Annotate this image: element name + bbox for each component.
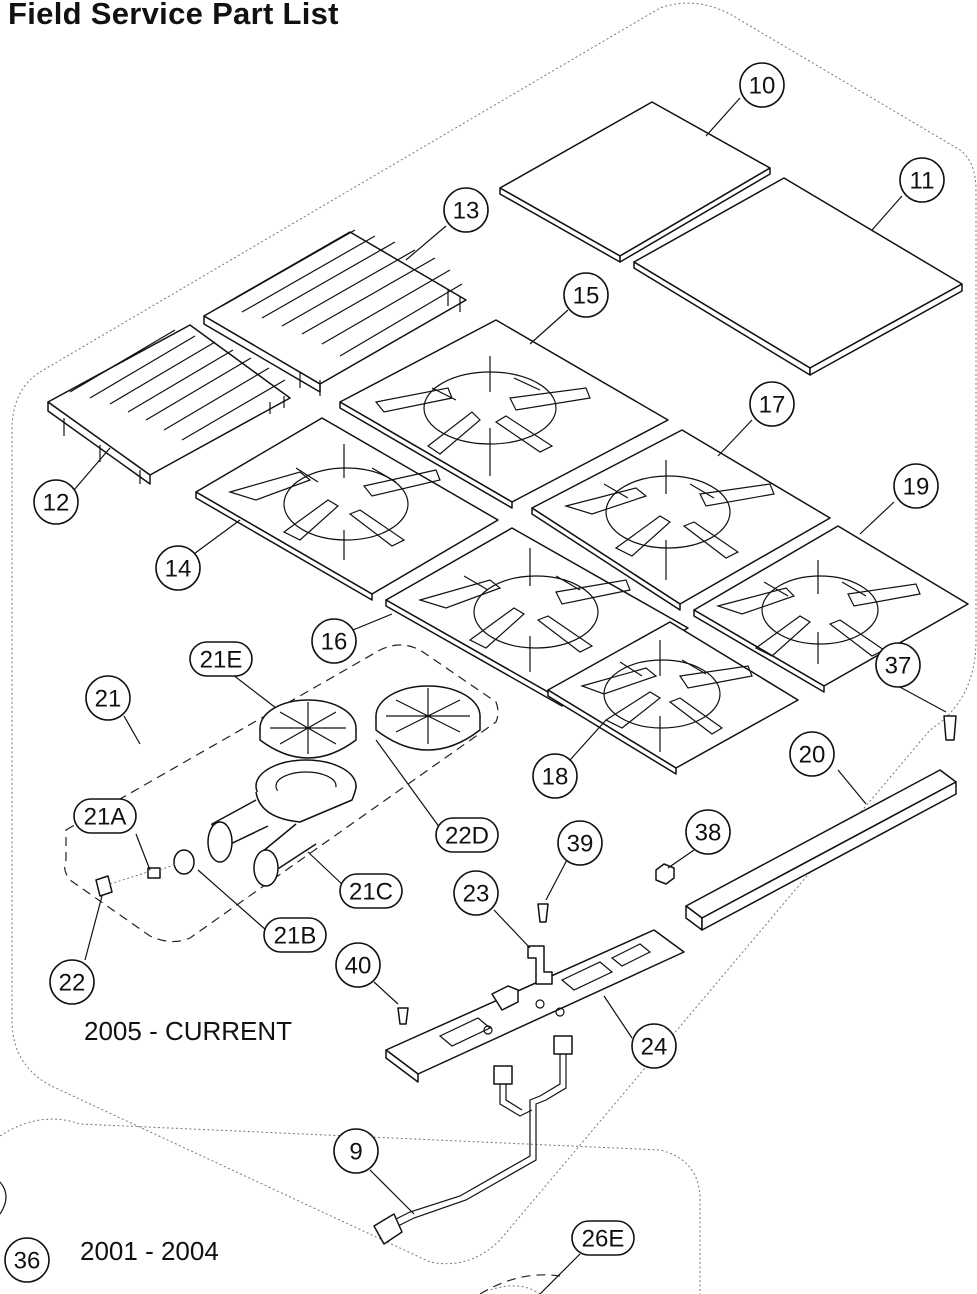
svg-text:21B: 21B	[274, 923, 317, 950]
svg-text:39: 39	[567, 831, 594, 858]
callout-21A: 21A	[73, 798, 137, 834]
svg-text:26E: 26E	[582, 1226, 625, 1253]
callout-9: 9	[333, 1128, 379, 1174]
callout-10: 10	[739, 62, 785, 108]
svg-text:21C: 21C	[349, 879, 393, 906]
svg-text:17: 17	[759, 392, 786, 419]
page-title: Field Service Part List	[8, 0, 339, 31]
callout-40: 40	[335, 942, 381, 988]
callout-17: 17	[749, 381, 795, 427]
part-13-radiant-grate	[203, 229, 467, 396]
part-38-nut	[655, 863, 675, 885]
callout-13: 13	[443, 187, 489, 233]
callout-38: 38	[685, 809, 731, 855]
callout-26E: 26E	[571, 1220, 635, 1256]
part-9-gas-tube	[373, 1035, 573, 1245]
callout-16: 16	[311, 618, 357, 664]
part-21-burner-group-outline	[64, 644, 499, 943]
part-23-bracket	[527, 945, 553, 985]
part-22-orifice	[95, 875, 113, 897]
callout-11: 11	[899, 157, 945, 203]
part-12-radiant-grate	[47, 324, 291, 485]
svg-text:23: 23	[463, 881, 490, 908]
svg-text:37: 37	[885, 653, 912, 680]
svg-text:10: 10	[749, 73, 776, 100]
callout-18: 18	[532, 753, 578, 799]
part-11-top-plate	[633, 177, 963, 376]
svg-text:38: 38	[695, 820, 722, 847]
svg-text:21E: 21E	[200, 647, 243, 674]
svg-text:19: 19	[903, 474, 930, 501]
part-24-manifold-bracket	[385, 929, 685, 1083]
part-21C-burner-body	[207, 759, 357, 887]
assembly-boundary-current	[11, 2, 977, 1265]
callout-24: 24	[631, 1023, 677, 1069]
callout-23: 23	[453, 870, 499, 916]
svg-text:21: 21	[95, 686, 122, 713]
callout-15: 15	[563, 272, 609, 318]
svg-text:12: 12	[43, 490, 70, 517]
svg-text:9: 9	[349, 1139, 362, 1166]
svg-text:21A: 21A	[84, 804, 127, 831]
era-label-current: 2005 - CURRENT	[84, 1016, 293, 1046]
part-21E-burner-cap	[259, 699, 357, 759]
callout-21C: 21C	[339, 873, 403, 909]
callout-12: 12	[33, 479, 79, 525]
part-21A-screw	[147, 867, 161, 879]
callout-37: 37	[875, 642, 921, 688]
callout-22D: 22D	[435, 817, 499, 853]
part-39-screw	[537, 903, 549, 923]
svg-text:24: 24	[641, 1034, 668, 1061]
callout-36: 36	[4, 1237, 50, 1283]
callout-14: 14	[155, 545, 201, 591]
callout-partial-circle	[0, 1181, 7, 1215]
leader-lines	[73, 97, 947, 1294]
svg-text:22D: 22D	[445, 823, 489, 850]
svg-text:36: 36	[14, 1248, 41, 1275]
part-37-screw	[943, 715, 957, 741]
callout-22: 22	[49, 959, 95, 1005]
part-21B-air-shutter	[173, 849, 195, 875]
part-19-top-grate	[693, 525, 969, 693]
part-20-front-rail	[685, 769, 957, 931]
callout-39: 39	[557, 820, 603, 866]
part-40-screw	[397, 1007, 409, 1025]
era-label-previous: 2001 - 2004	[80, 1236, 219, 1266]
svg-text:16: 16	[321, 629, 348, 656]
part-15-top-grate	[339, 319, 669, 509]
svg-text:13: 13	[453, 198, 480, 225]
callout-20: 20	[789, 731, 835, 777]
part-17-top-grate	[531, 429, 831, 611]
svg-text:20: 20	[799, 742, 826, 769]
callout-21B: 21B	[263, 917, 327, 953]
svg-text:40: 40	[345, 953, 372, 980]
svg-text:11: 11	[910, 168, 935, 195]
part-18-top-grate	[547, 621, 799, 775]
part-10-top-plate	[499, 101, 771, 263]
callout-19: 19	[893, 463, 939, 509]
svg-text:14: 14	[165, 556, 192, 583]
part-14-top-grate	[195, 417, 499, 601]
svg-text:18: 18	[542, 764, 569, 791]
part-22D-burner-cap	[375, 685, 481, 751]
svg-text:22: 22	[59, 970, 86, 997]
callout-21: 21	[85, 675, 131, 721]
svg-text:15: 15	[573, 283, 600, 310]
callout-21E: 21E	[189, 641, 253, 677]
part-24-tab	[491, 985, 519, 1011]
